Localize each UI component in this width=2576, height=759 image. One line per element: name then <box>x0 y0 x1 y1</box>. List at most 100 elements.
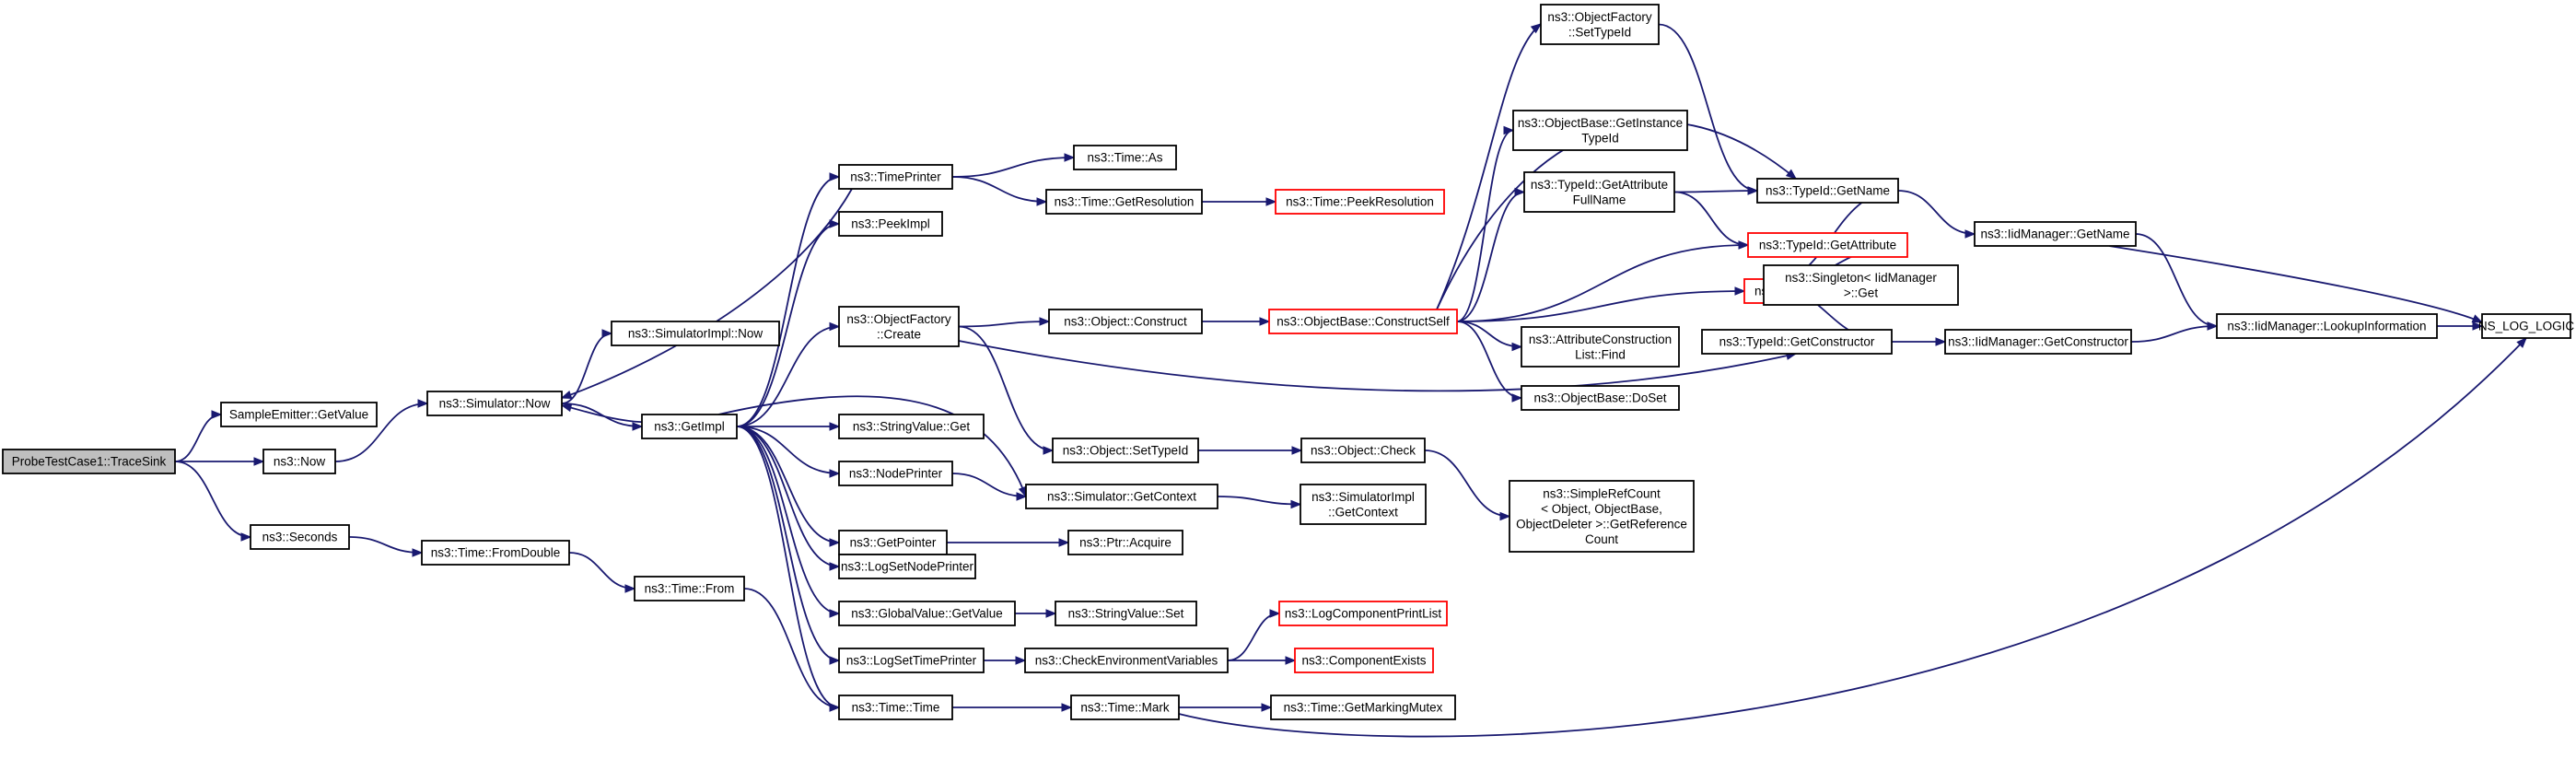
graph-node-nodeprinter[interactable]: ns3::NodePrinter <box>838 461 953 486</box>
call-edge-root-to-seconds <box>174 461 252 542</box>
call-edge-arrowhead <box>560 391 573 399</box>
graph-node-box <box>1763 264 1959 306</box>
graph-node-timeas[interactable]: ns3::Time::As <box>1073 145 1177 170</box>
graph-node-label: ns3::ObjectBase::GetInstance <box>1518 116 1683 130</box>
graph-node-seconds[interactable]: ns3::Seconds <box>250 524 350 550</box>
graph-node-label: ns3::Object::SetTypeId <box>1063 444 1189 458</box>
call-edge-root-to-sampleemitter <box>174 410 223 462</box>
call-edge-timeprinter-to-timeas <box>951 153 1076 178</box>
graph-node-label: ns3::IidManager::GetName <box>1980 228 2129 241</box>
graph-node-simimplnow[interactable]: ns3::SimulatorImpl::Now <box>611 321 780 346</box>
graph-node-timetime[interactable]: ns3::Time::Time <box>838 695 953 720</box>
graph-node-objsettypeid[interactable]: ns3::Object::SetTypeId <box>1052 438 1199 463</box>
call-edge-line <box>736 426 840 661</box>
graph-node-label: ns3::ObjectBase::DoSet <box>1533 391 1666 405</box>
call-edge-timetime-to-timemark <box>951 703 1073 712</box>
graph-node-iidlookupinformation[interactable]: ns3::IidManager::LookupInformation <box>2216 313 2438 339</box>
graph-node-logsettimeprinter[interactable]: ns3::LogSetTimePrinter <box>838 648 985 673</box>
graph-node-label: ns3::Time::FromDouble <box>431 546 561 560</box>
graph-node-timemark[interactable]: ns3::Time::Mark <box>1070 695 1180 720</box>
graph-node-componentexists[interactable]: ns3::ComponentExists <box>1294 648 1434 673</box>
graph-node-iidgetname[interactable]: ns3::IidManager::GetName <box>1974 221 2137 247</box>
call-edge-arrowhead <box>1269 609 1281 618</box>
graph-node-root[interactable]: ProbeTestCase1::TraceSink <box>2 449 176 474</box>
graph-node-singletonget[interactable]: ns3::Singleton< IidManager >::Get <box>1763 264 1959 306</box>
graph-node-peekresolution[interactable]: ns3::Time::PeekResolution <box>1275 189 1445 215</box>
graph-node-box <box>634 576 745 601</box>
graph-node-doset[interactable]: ns3::ObjectBase::DoSet <box>1521 385 1680 411</box>
call-edge-objcheck-to-simplerefcount <box>1424 450 1511 521</box>
call-edge-getimpl-to-globalvalueget <box>736 426 841 618</box>
call-edge-getpointer-to-ptracquire <box>947 538 1070 547</box>
graph-node-box <box>1070 695 1180 720</box>
graph-node-label: ns3::ObjectBase::ConstructSelf <box>1276 315 1450 329</box>
graph-node-iidgetconstructor[interactable]: ns3::IidManager::GetConstructor <box>1944 329 2132 355</box>
graph-node-box <box>421 540 570 566</box>
call-edge-getimpl-to-stringvalueget <box>737 422 841 431</box>
graph-node-ns3now[interactable]: ns3::Now <box>262 449 336 474</box>
graph-node-simgetcontext[interactable]: ns3::Simulator::GetContext <box>1025 484 1218 509</box>
call-edge-arrowhead <box>829 562 841 571</box>
graph-node-nslogic[interactable]: NS_LOG_LOGIC <box>2478 313 2575 339</box>
call-edge-line <box>1673 190 1758 193</box>
call-edge-arrowhead <box>1499 511 1511 521</box>
graph-node-box <box>250 524 350 550</box>
graph-node-box <box>1974 221 2137 247</box>
call-edge-objsettypeid-to-objcheck <box>1198 446 1303 455</box>
graph-node-simplerefcount[interactable]: ns3::SimpleRefCount< Object, ObjectBase,… <box>1509 480 1695 553</box>
call-edge-line <box>1456 321 1522 399</box>
graph-node-checkenv[interactable]: ns3::CheckEnvironmentVariables <box>1024 648 1229 673</box>
graph-node-box <box>1275 189 1445 215</box>
graph-node-typeidgetattribute[interactable]: ns3::TypeId::GetAttribute <box>1747 232 1908 258</box>
graph-node-fromdouble[interactable]: ns3::Time::FromDouble <box>421 540 570 566</box>
graph-node-box <box>1278 601 1448 626</box>
graph-node-stringvalueset[interactable]: ns3::StringValue::Set <box>1055 601 1197 626</box>
graph-node-box <box>838 461 953 486</box>
graph-node-label: ns3::TypeId::GetName <box>1766 184 1890 198</box>
call-edge-arrowhead <box>829 219 841 228</box>
call-edge-arrowhead <box>412 548 424 557</box>
graph-node-stringvalueget[interactable]: ns3::StringValue::Get <box>838 414 985 439</box>
graph-node-getresolution[interactable]: ns3::Time::GetResolution <box>1045 189 1203 215</box>
graph-node-label: ns3::Seconds <box>262 531 338 544</box>
call-edge-line <box>736 426 840 567</box>
graph-node-getimpl[interactable]: ns3::GetImpl <box>641 414 738 439</box>
graph-node-box <box>641 414 738 439</box>
graph-node-getmarkingmutex[interactable]: ns3::Time::GetMarkingMutex <box>1270 695 1456 720</box>
graph-node-box <box>1270 695 1456 720</box>
graph-node-constructself[interactable]: ns3::ObjectBase::ConstructSelf <box>1268 309 1458 334</box>
graph-node-objconstruct[interactable]: ns3::Object::Construct <box>1048 309 1203 334</box>
graph-node-sampleemitter[interactable]: SampleEmitter::GetValue <box>220 402 378 427</box>
graph-node-ofcreate[interactable]: ns3::ObjectFactory::Create <box>838 306 960 347</box>
call-edge-arrowhead <box>1964 229 1976 239</box>
graph-node-timeprinter[interactable]: ns3::TimePrinter <box>838 164 953 190</box>
graph-node-logsetnodeprinter[interactable]: ns3::LogSetNodePrinter <box>838 554 976 579</box>
graph-node-typeidgetname[interactable]: ns3::TypeId::GetName <box>1756 178 1899 204</box>
graph-node-globalvalueget[interactable]: ns3::GlobalValue::GetValue <box>838 601 1016 626</box>
graph-node-ptracquire[interactable]: ns3::Ptr::Acquire <box>1067 530 1183 555</box>
graph-node-ofsettypeid[interactable]: ns3::ObjectFactory::SetTypeId <box>1540 4 1660 45</box>
graph-node-box <box>1052 438 1199 463</box>
call-edge-constructself-to-typeidgetattributen <box>1456 286 1746 322</box>
call-edge-arrowhead <box>1058 538 1070 547</box>
graph-node-box <box>1045 189 1203 215</box>
graph-node-getpointer[interactable]: ns3::GetPointer <box>838 530 948 555</box>
graph-node-simimplgetcontext[interactable]: ns3::SimulatorImpl::GetContext <box>1300 484 1427 525</box>
call-edge-line <box>174 461 251 538</box>
graph-node-typeidgetconstructor[interactable]: ns3::TypeId::GetConstructor <box>1701 329 1893 355</box>
call-edge-line <box>736 426 840 708</box>
call-edge-line <box>743 588 840 708</box>
graph-node-label: ns3::Singleton< IidManager <box>1785 271 1937 285</box>
graph-node-timefrom[interactable]: ns3::Time::From <box>634 576 745 601</box>
call-edge-getimpl-to-logsettimeprinter <box>736 426 841 665</box>
call-edge-arrowhead <box>417 399 429 408</box>
graph-node-logcomponentprintlist[interactable]: ns3::LogComponentPrintList <box>1278 601 1448 626</box>
graph-node-simnow[interactable]: ns3::Simulator::Now <box>426 391 563 416</box>
call-edge-arrowhead <box>1511 342 1523 352</box>
call-edge-line <box>2135 233 2218 327</box>
graph-node-peekimpl[interactable]: ns3::PeekImpl <box>838 211 943 237</box>
graph-node-objcheck[interactable]: ns3::Object::Check <box>1300 438 1426 463</box>
